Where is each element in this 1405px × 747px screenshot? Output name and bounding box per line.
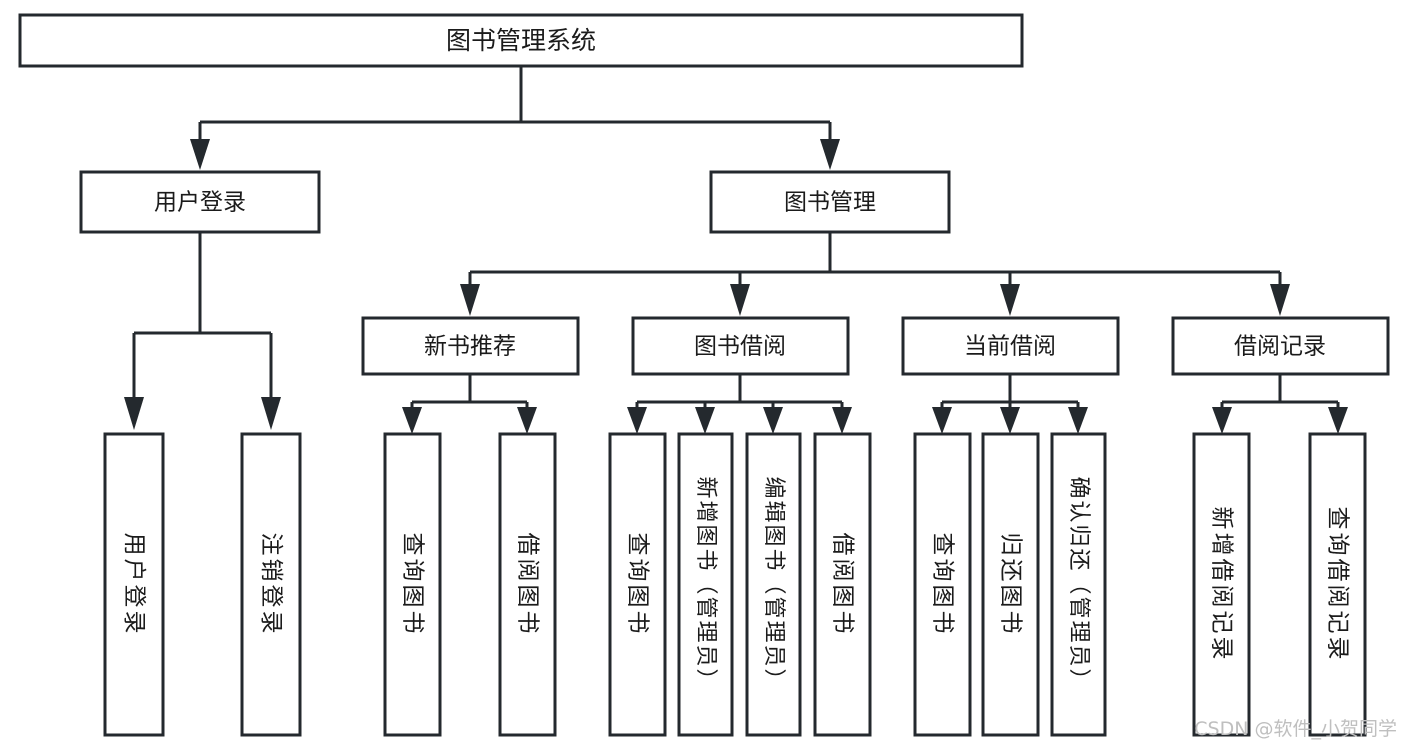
node-leaf-borrow-book-2[interactable]: 借阅图书 (813, 432, 872, 737)
leaf-return-book-label: 归还图书 (998, 533, 1024, 637)
node-leaf-user-logout[interactable]: 注销登录 (240, 432, 302, 737)
arrowhead-leaf-query-book-1 (402, 407, 422, 434)
current-borrow-box[interactable] (901, 316, 1120, 376)
leaf-return-book-box[interactable] (981, 432, 1040, 737)
node-leaf-confirm-return[interactable]: 确认归还（管理员） (1050, 432, 1107, 737)
node-book-management[interactable]: 图书管理 (709, 170, 951, 234)
arrowhead-leaf-confirm-return (1068, 407, 1088, 434)
arrowhead-user-login (190, 139, 210, 170)
leaf-query-book-3-label: 查询图书 (930, 533, 956, 637)
arrowhead-leaf-return-book (1000, 407, 1020, 434)
node-leaf-query-book-1[interactable]: 查询图书 (383, 432, 442, 737)
node-leaf-query-book-3[interactable]: 查询图书 (913, 432, 972, 737)
edges-current-borrow-to-leaves (932, 374, 1088, 434)
leaf-user-logout-label: 注销登录 (258, 533, 284, 637)
leaf-user-logout-box[interactable] (240, 432, 302, 737)
leaf-edit-book-box[interactable] (745, 432, 802, 737)
node-root[interactable]: 图书管理系统 (18, 13, 1024, 68)
node-leaf-add-book[interactable]: 新增图书（管理员） (677, 432, 734, 737)
node-leaf-edit-book[interactable]: 编辑图书（管理员） (745, 432, 802, 737)
arrowhead-leaf-query-record (1328, 407, 1348, 434)
arrowhead-leaf-query-book-3 (932, 407, 952, 434)
node-leaf-add-record[interactable]: 新增借阅记录 (1192, 432, 1251, 737)
arrowhead-leaf-edit-book (763, 407, 783, 434)
arrowhead-book-borrow (730, 284, 750, 316)
node-leaf-query-record[interactable]: 查询借阅记录 (1308, 432, 1367, 737)
user-login-box[interactable] (79, 170, 321, 234)
node-leaf-query-book-2[interactable]: 查询图书 (608, 432, 667, 737)
leaf-query-book-3-box[interactable] (913, 432, 972, 737)
edges-new-book-recommend-to-leaves (402, 374, 537, 434)
leaf-add-book-box[interactable] (677, 432, 734, 737)
leaf-edit-book-label: 编辑图书（管理员） (761, 476, 786, 692)
root-box[interactable] (18, 13, 1024, 68)
arrowhead-leaf-add-record (1212, 407, 1232, 434)
node-borrow-record[interactable]: 借阅记录 (1171, 316, 1390, 376)
leaf-confirm-return-label: 确认归还（管理员） (1066, 476, 1091, 692)
leaf-add-record-label: 新增借阅记录 (1209, 507, 1235, 663)
arrowhead-new-book-recommend (460, 284, 480, 316)
new-book-recommend-label: 新书推荐 (424, 334, 516, 360)
edges-root-to-level1 (190, 66, 840, 170)
leaf-borrow-book-2-box[interactable] (813, 432, 872, 737)
leaf-confirm-return-box[interactable] (1050, 432, 1107, 737)
root-label: 图书管理系统 (446, 26, 596, 55)
arrowhead-current-borrow (1000, 284, 1020, 316)
borrow-record-label: 借阅记录 (1234, 334, 1326, 360)
new-book-recommend-box[interactable] (361, 316, 580, 376)
edges-borrow-record-to-leaves (1212, 374, 1348, 434)
book-management-label: 图书管理 (784, 190, 876, 216)
edges-book-management-to-level2 (460, 232, 1290, 316)
edges-book-borrow-to-leaves (627, 374, 852, 434)
book-borrow-box[interactable] (631, 316, 850, 376)
leaf-query-book-2-box[interactable] (608, 432, 667, 737)
leaf-add-record-box[interactable] (1192, 432, 1251, 737)
arrowhead-borrow-record (1270, 284, 1290, 316)
leaf-query-book-1-box[interactable] (383, 432, 442, 737)
node-user-login[interactable]: 用户登录 (79, 170, 321, 234)
book-management-box[interactable] (709, 170, 951, 234)
book-borrow-label: 图书借阅 (694, 334, 786, 360)
leaf-borrow-book-1-label: 借阅图书 (515, 533, 541, 637)
node-leaf-return-book[interactable]: 归还图书 (981, 432, 1040, 737)
leaf-query-book-2-label: 查询图书 (625, 533, 651, 637)
node-leaf-user-login[interactable]: 用户登录 (103, 432, 165, 737)
leaf-borrow-book-1-box[interactable] (498, 432, 557, 737)
arrowhead-leaf-borrow-book-1 (517, 407, 537, 434)
arrowhead-leaf-query-book-2 (627, 407, 647, 434)
leaf-add-book-label: 新增图书（管理员） (693, 476, 718, 692)
arrowhead-book-management (820, 139, 840, 170)
arrowhead-leaf-add-book (695, 407, 715, 434)
user-login-label: 用户登录 (154, 190, 246, 216)
arrowhead-leaf-borrow-book-2 (832, 407, 852, 434)
leaf-user-login-box[interactable] (103, 432, 165, 737)
current-borrow-label: 当前借阅 (964, 334, 1056, 360)
node-current-borrow[interactable]: 当前借阅 (901, 316, 1120, 376)
node-leaf-borrow-book-1[interactable]: 借阅图书 (498, 432, 557, 737)
leaf-query-record-label: 查询借阅记录 (1325, 507, 1351, 663)
borrow-record-box[interactable] (1171, 316, 1390, 376)
arrowhead-leaf-user-login (124, 397, 144, 430)
leaf-query-record-box[interactable] (1308, 432, 1367, 737)
node-new-book-recommend[interactable]: 新书推荐 (361, 316, 580, 376)
node-book-borrow[interactable]: 图书借阅 (631, 316, 850, 376)
edges-user-login-to-leaves (124, 232, 281, 430)
arrowhead-leaf-user-logout (261, 397, 281, 430)
leaf-user-login-label: 用户登录 (121, 533, 147, 637)
leaf-borrow-book-2-label: 借阅图书 (830, 533, 856, 637)
leaf-query-book-1-label: 查询图书 (400, 533, 426, 637)
